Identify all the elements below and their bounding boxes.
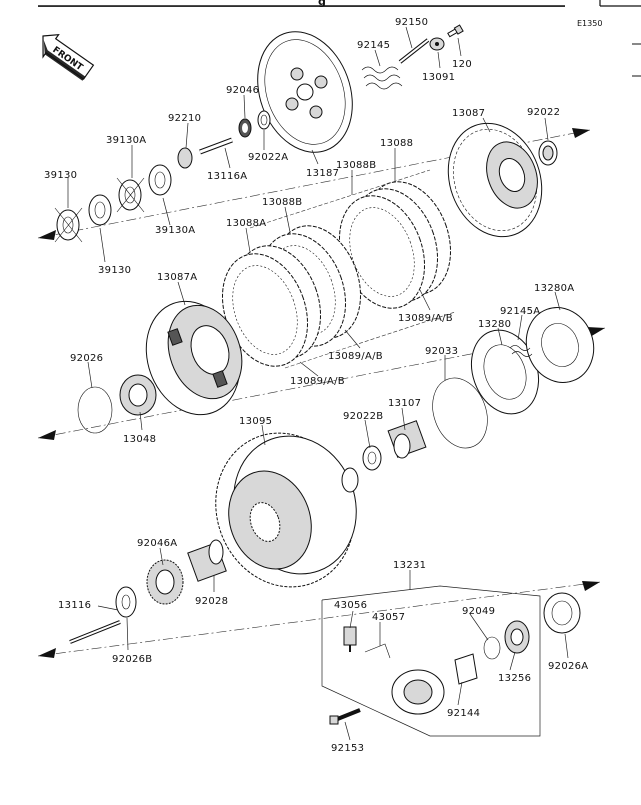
needle-bearing-92046A — [146, 559, 184, 605]
label-13256: 13256 — [498, 673, 531, 684]
seal-92144 — [454, 653, 478, 685]
label-92144: 92144 — [447, 708, 480, 719]
plate-stack-outline — [249, 169, 456, 369]
plate-stack-right — [338, 181, 452, 309]
header-title-fragment: g — [318, 0, 326, 8]
spring-92145A — [509, 345, 533, 357]
seal-13256 — [504, 620, 530, 654]
header-frame: g E1350 — [38, 0, 641, 77]
label-39130-left: 39130 — [44, 170, 77, 181]
label-92033: 92033 — [425, 346, 458, 357]
label-13089-mid: 13089/A/B — [328, 351, 383, 362]
gasket-92026A — [543, 592, 581, 634]
label-92026: 92026 — [70, 353, 103, 364]
washer-92022B — [362, 445, 382, 471]
label-13231: 13231 — [393, 560, 426, 571]
clutch-housing-13087A — [145, 300, 243, 416]
circlip-92033 — [432, 377, 488, 449]
kit-bracket-13231 — [321, 585, 541, 737]
cover-assembly — [391, 669, 445, 715]
shaft-13116 — [69, 620, 121, 644]
sleeve-92028 — [187, 539, 227, 582]
bolt-92153 — [329, 708, 361, 725]
label-92145A: 92145A — [500, 306, 540, 317]
shaft-13116A — [177, 137, 233, 169]
label-13107: 13107 — [388, 398, 421, 409]
label-92150: 92150 — [395, 17, 428, 28]
oring-92049 — [483, 636, 501, 660]
label-120: 120 — [452, 59, 472, 70]
label-13088A: 13088A — [226, 218, 266, 229]
label-43057: 43057 — [372, 612, 405, 623]
part-labels: 92150 92145 13091 120 92210 92046 13087 … — [44, 17, 588, 754]
circlip-92026 — [77, 386, 113, 434]
washer-92022A — [257, 110, 271, 130]
pressure-plate-13187 — [257, 31, 353, 153]
leader-lines — [67, 26, 569, 741]
label-13280: 13280 — [478, 319, 511, 330]
label-13116A: 13116A — [207, 171, 247, 182]
washer-92026B — [115, 586, 137, 618]
primary-gear-13095 — [215, 432, 359, 588]
label-13088B-top: 13088B — [336, 160, 376, 171]
label-92026A: 92026A — [548, 661, 588, 672]
needle-bearing-13048 — [119, 374, 157, 416]
label-92046: 92046 — [226, 85, 259, 96]
label-92210: 92210 — [168, 113, 201, 124]
bearing-92022 — [538, 140, 558, 166]
label-92049: 92049 — [462, 606, 495, 617]
label-92028: 92028 — [195, 596, 228, 607]
fitting-43057 — [364, 643, 391, 659]
nut-13091 — [429, 37, 445, 51]
label-39130A-top: 39130A — [106, 135, 146, 146]
front-direction-badge: FRONT — [42, 33, 95, 81]
washer-92046 — [238, 118, 252, 138]
label-13187: 13187 — [306, 168, 339, 179]
label-13089-right: 13089/A/B — [398, 313, 453, 324]
label-13091: 13091 — [422, 72, 455, 83]
bolt-120 — [447, 24, 464, 38]
label-13089-left: 13089/A/B — [290, 376, 345, 387]
label-13087A: 13087A — [157, 272, 197, 283]
label-43056: 43056 — [334, 600, 367, 611]
switch-43056 — [343, 626, 357, 652]
label-92046A: 92046A — [137, 538, 177, 549]
label-13095: 13095 — [239, 416, 272, 427]
label-92022B: 92022B — [343, 411, 383, 422]
push-rod-92150 — [398, 38, 430, 64]
label-13116: 13116 — [58, 600, 91, 611]
label-13280A: 13280A — [534, 283, 574, 294]
clutch-spring-92145 — [361, 66, 403, 90]
label-13048: 13048 — [123, 434, 156, 445]
label-13087-top: 13087 — [452, 108, 485, 119]
spacer-13107 — [387, 420, 427, 459]
label-39130A-bot: 39130A — [155, 225, 195, 236]
label-39130-bot: 39130 — [98, 265, 131, 276]
label-13088: 13088 — [380, 138, 413, 149]
clutch-hub-13087 — [447, 122, 543, 238]
plate-stack-left — [221, 245, 322, 367]
diagram-code: E1350 — [577, 19, 602, 28]
label-92022A: 92022A — [248, 152, 288, 163]
label-92153: 92153 — [331, 743, 364, 754]
label-92022: 92022 — [527, 107, 560, 118]
spring-washer-set-39130 — [54, 164, 172, 243]
label-13088B-mid: 13088B — [262, 197, 302, 208]
label-92145: 92145 — [357, 40, 390, 51]
label-92026B: 92026B — [112, 654, 152, 665]
